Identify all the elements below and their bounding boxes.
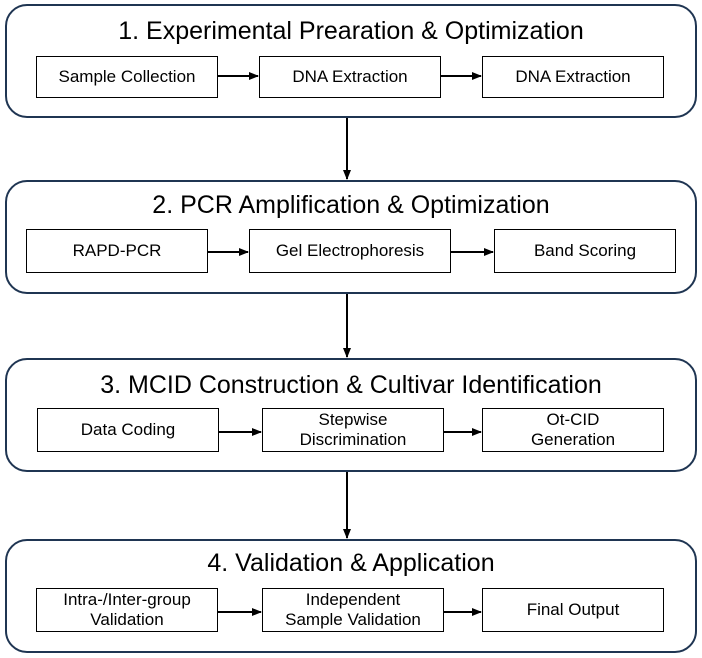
stage-1-title: 1. Experimental Prearation & Optimizatio… [118, 17, 584, 45]
step-label-line: Intra-/Inter-group [63, 590, 191, 609]
stage-2-step-2: Gel Electrophoresis [249, 229, 451, 273]
stage-1-step-3: DNA Extraction [482, 56, 664, 98]
stage-2-title: 2. PCR Amplification & Optimization [152, 191, 550, 219]
step-label-line: Sample Collection [58, 67, 196, 86]
step-label-line: Gel Electrophoresis [275, 241, 425, 260]
stage-4-title: 4. Validation & Application [207, 549, 495, 577]
stage-2-step-1: RAPD-PCR [26, 229, 208, 273]
stage-4-step-3: Final Output [482, 588, 664, 632]
stage-1-step-1: Sample Collection [36, 56, 218, 98]
step-label-line: Generation [530, 430, 616, 449]
step-label-line: DNA Extraction [515, 67, 631, 86]
stage-3-step-2: Stepwise Discrimination [262, 408, 444, 452]
step-label-line: Sample Validation [285, 610, 421, 629]
step-label-line: Stepwise [318, 410, 388, 429]
stage-4-step-1: Intra-/Inter-group Validation [36, 588, 218, 632]
stage-3-step-3: Ot-CID Generation [482, 408, 664, 452]
stage-3-title: 3. MCID Construction & Cultivar Identifi… [100, 371, 602, 399]
stage-1-step-2: DNA Extraction [259, 56, 441, 98]
stage-4-step-2: Independent Sample Validation [262, 588, 444, 632]
stage-3-step-1: Data Coding [37, 408, 219, 452]
step-label-line: Independent [305, 590, 401, 609]
step-label-line: Band Scoring [533, 241, 637, 260]
step-label-line: Discrimination [299, 430, 407, 449]
step-label-line: Data Coding [80, 420, 176, 439]
step-label-line: Ot-CID [546, 410, 600, 429]
step-label-line: Validation [90, 610, 164, 629]
step-label-line: RAPD-PCR [72, 241, 162, 260]
step-label-line: Final Output [526, 600, 620, 619]
step-label-line: DNA Extraction [292, 67, 408, 86]
stage-2-step-3: Band Scoring [494, 229, 676, 273]
